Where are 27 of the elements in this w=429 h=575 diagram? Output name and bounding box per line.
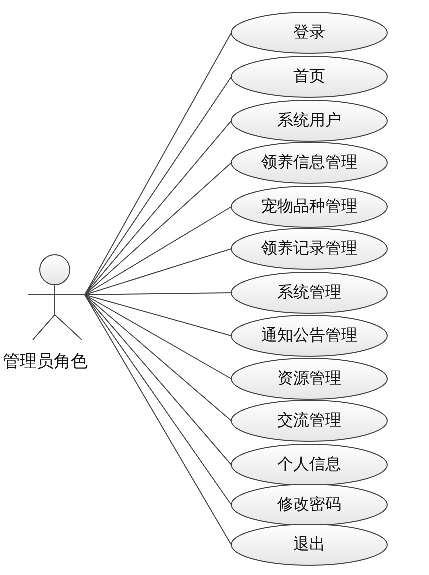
- association-line: [84, 206, 232, 296]
- association-line: [84, 292, 232, 296]
- use-case-label: 交流管理: [276, 410, 342, 432]
- use-case-label: 领养信息管理: [260, 152, 358, 174]
- use-case-label: 登录: [292, 22, 326, 44]
- association-line: [84, 294, 232, 546]
- association-line: [84, 162, 232, 296]
- use-case-label: 退出: [292, 534, 326, 556]
- actor-label: 管理员角色: [3, 351, 88, 373]
- use-case-label: 资源管理: [276, 368, 342, 390]
- association-line: [84, 76, 232, 296]
- association-line: [84, 120, 232, 296]
- use-case-label: 修改密码: [276, 494, 342, 516]
- association-line: [84, 248, 232, 296]
- association-line: [84, 294, 232, 336]
- use-case-label: 系统管理: [276, 282, 342, 304]
- use-case-label: 领养记录管理: [260, 238, 358, 260]
- use-case-label: 系统用户: [276, 110, 342, 132]
- use-case-label: 个人信息: [276, 454, 342, 476]
- use-case-label: 宠物品种管理: [260, 196, 358, 218]
- association-line: [84, 294, 232, 466]
- association-line: [84, 294, 232, 422]
- association-line: [84, 294, 232, 380]
- association-line: [84, 32, 232, 296]
- association-line: [84, 294, 232, 506]
- use-case-label: 首页: [292, 66, 326, 88]
- use-case-label: 通知公告管理: [260, 326, 358, 346]
